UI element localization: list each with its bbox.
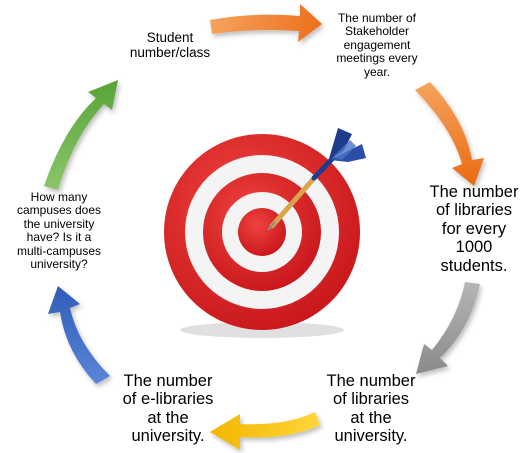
label-stakeholder-meetings: The number of Stakeholder engagement mee… (336, 11, 418, 79)
label-libraries-total: The number of libraries at the universit… (326, 372, 416, 446)
label-elibraries: The number of e-libraries at the univers… (122, 372, 214, 446)
arrow-top-orange (210, 4, 322, 42)
arrow-right-gray (416, 282, 480, 374)
arrow-left-green (44, 80, 118, 190)
label-libraries-per-1000: The number of libraries for every 1000 s… (429, 183, 519, 275)
arrow-right-orange (415, 82, 484, 186)
dart-icon (267, 128, 366, 231)
label-campuses: How many campuses does the university ha… (16, 190, 102, 272)
arrow-bottom-yellow (210, 412, 320, 450)
arrow-left-blue (48, 286, 110, 384)
label-student-ratio: Student number/class (129, 30, 211, 61)
target-icon (164, 134, 360, 338)
